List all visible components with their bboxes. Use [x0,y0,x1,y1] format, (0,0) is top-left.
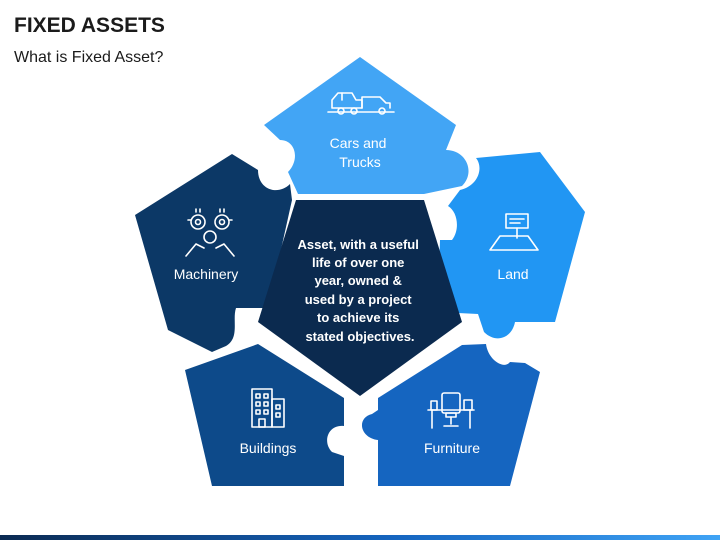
land-sign-icon [489,213,539,251]
gears-icon [185,208,235,257]
center-line-6: stated objectives. [305,329,414,344]
piece-shape-right [438,152,585,339]
piece-shape-top [264,57,469,194]
piece-label-machinery: Machinery [174,266,239,282]
center-line-3: year, owned & [314,273,401,288]
piece-label-furniture: Furniture [424,440,480,456]
center-definition-text: Asset, with a useful life of over one ye… [298,237,423,344]
piece-buildings: Buildings [185,344,344,486]
piece-label-land: Land [497,266,528,282]
piece-shape-bottom-left [185,344,344,486]
center-line-5: to achieve its [317,310,399,325]
piece-shape-bottom-right [361,344,540,486]
piece-shape-left [135,154,292,352]
bottom-accent-bar [0,535,720,540]
piece-land: Land [438,152,585,339]
center-line-4: used by a project [305,292,413,307]
truck-icon [327,92,395,115]
office-desk-icon [427,392,475,429]
building-icon [251,388,285,428]
piece-cars-and-trucks: Cars and Trucks [264,57,469,194]
page-subtitle: What is Fixed Asset? [14,49,164,66]
piece-label-cars-and-trucks: Cars and Trucks [330,135,391,170]
piece-furniture: Furniture [361,344,540,486]
piece-label-buildings: Buildings [240,440,297,456]
center-definition: Asset, with a useful life of over one ye… [258,200,462,396]
piece-label-line-1: Cars and [330,135,387,151]
center-pentagon [258,200,462,396]
center-line-2: life of over one [312,255,404,270]
page-title: FIXED ASSETS [14,14,165,37]
piece-machinery: Machinery [135,154,292,352]
piece-label-line-2: Trucks [339,154,380,170]
center-line-1: Asset, with a useful [298,237,419,252]
